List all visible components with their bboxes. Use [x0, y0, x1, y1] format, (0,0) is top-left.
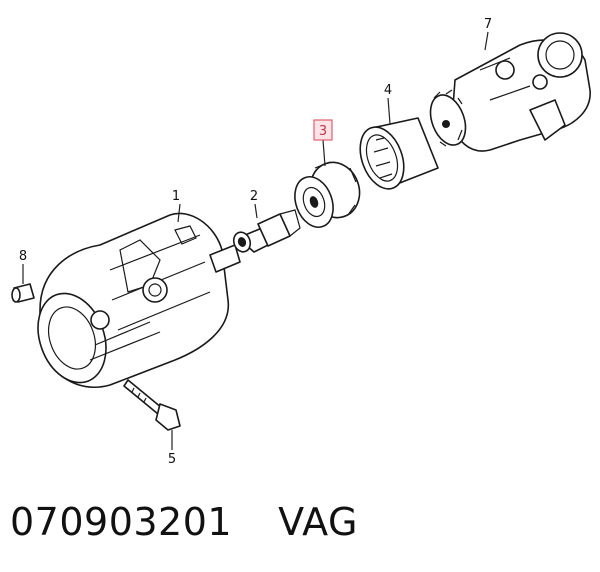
part-4-ring-sleeve	[359, 117, 439, 190]
callout-7[interactable]: 7	[484, 17, 492, 32]
callout-3[interactable]: 3	[319, 124, 327, 139]
callout-1[interactable]: 1	[172, 189, 180, 204]
callout-5[interactable]: 5	[168, 452, 176, 467]
part-3-gear-bearing	[294, 161, 361, 228]
callout-2[interactable]: 2	[250, 189, 258, 204]
callout-4[interactable]: 4	[384, 83, 392, 98]
part-1-alternator-body	[37, 212, 241, 388]
part-8-bushing	[11, 283, 35, 303]
brand-name: VAG	[278, 500, 358, 544]
callout-8[interactable]: 8	[19, 249, 27, 264]
part-5-bolt	[123, 379, 181, 431]
part-7-pump-assembly	[429, 32, 591, 152]
callout-3-highlight	[313, 119, 333, 141]
exploded-parts-diagram: 1 2 3 4 5 7 8	[11, 17, 591, 467]
part-caption: 070903201 VAG	[10, 500, 358, 560]
part-number: 070903201	[10, 500, 233, 544]
part-2-shaft-coupling	[232, 209, 301, 253]
